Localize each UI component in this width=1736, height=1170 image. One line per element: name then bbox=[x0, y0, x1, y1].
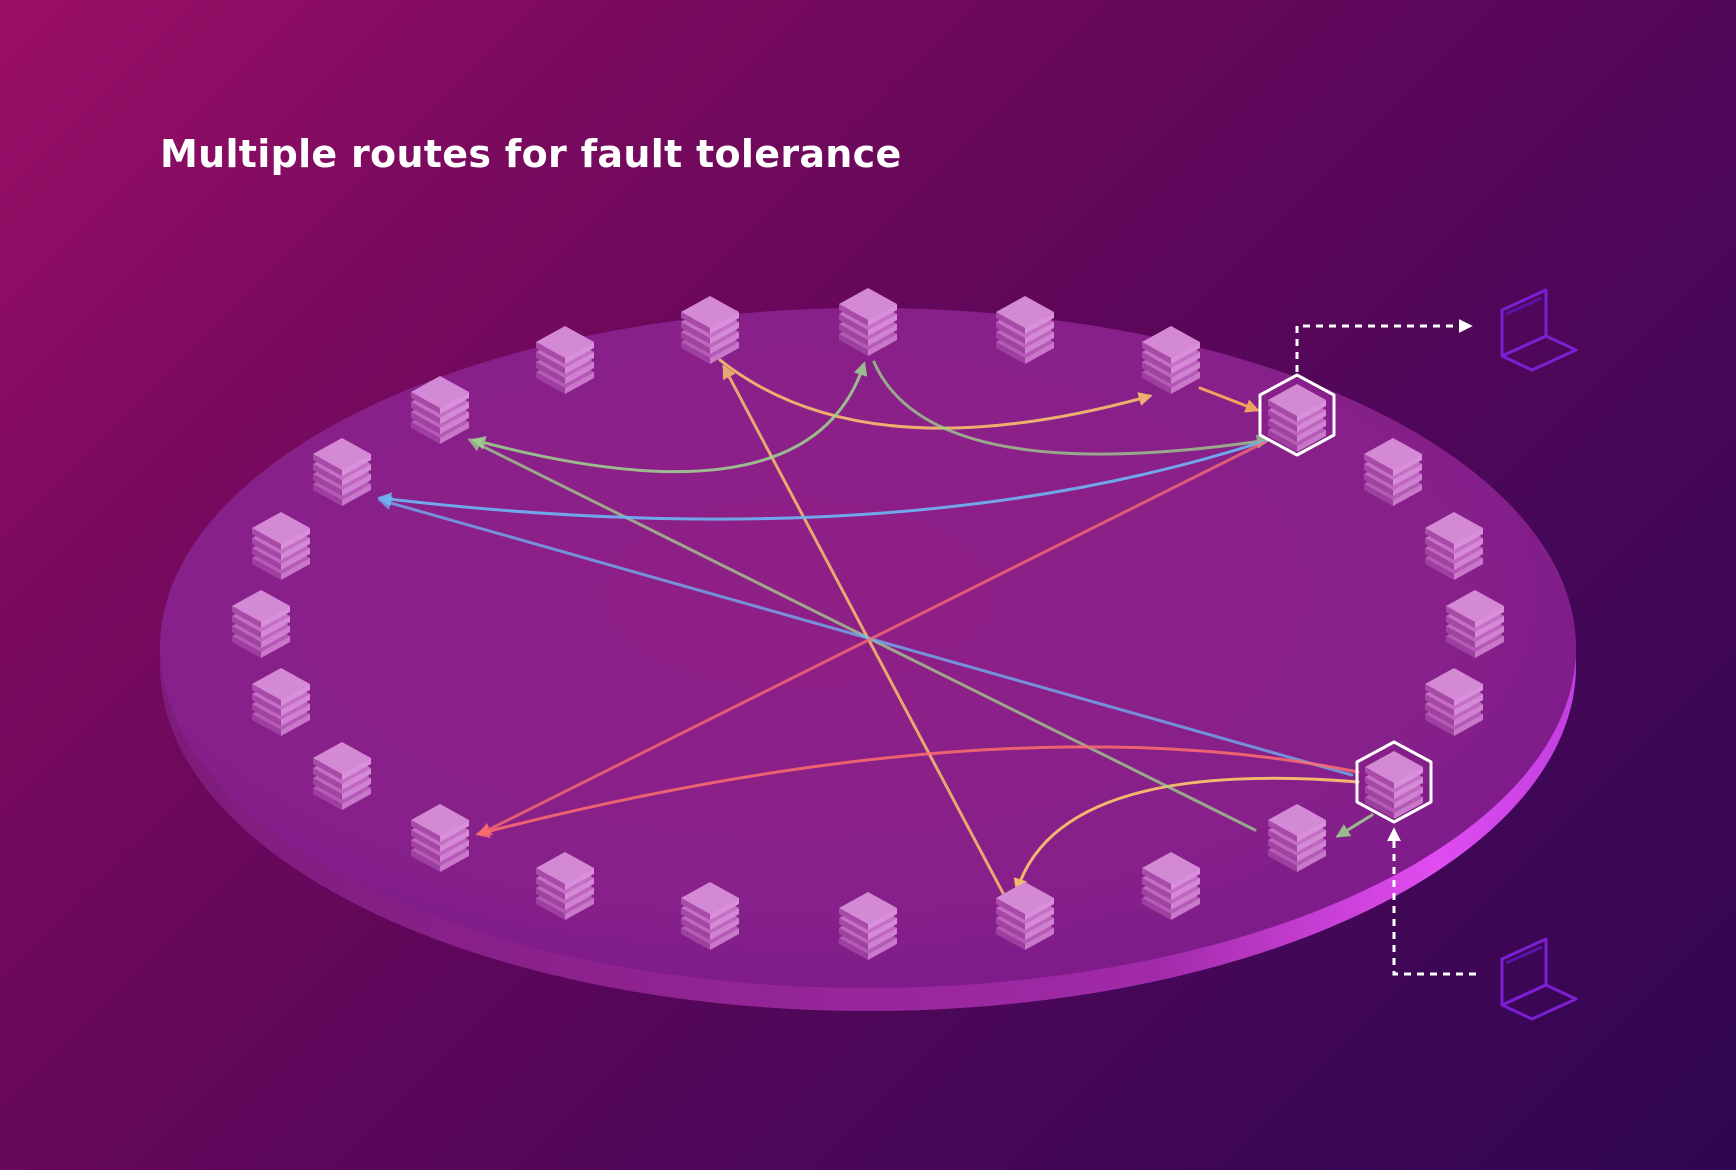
route-green bbox=[872, 360, 1271, 456]
hexagon-highlight-icon bbox=[1258, 373, 1336, 457]
route-yellow bbox=[1198, 386, 1260, 413]
hexagon-highlight-icon bbox=[1355, 740, 1433, 824]
client-links bbox=[1295, 319, 1476, 976]
diagram-title: Multiple routes for fault tolerance bbox=[160, 132, 902, 176]
route-yellow bbox=[1013, 776, 1360, 893]
laptop-icon bbox=[1500, 288, 1578, 372]
routes bbox=[377, 358, 1374, 895]
route-red bbox=[477, 440, 1267, 836]
route-yellow bbox=[722, 364, 1005, 895]
laptop-icon bbox=[1500, 937, 1578, 1021]
route-blue bbox=[377, 496, 1354, 777]
client-link-bottom bbox=[1387, 827, 1476, 976]
highlighted-node-bottom bbox=[1355, 740, 1433, 824]
highlighted-node-top bbox=[1258, 373, 1336, 457]
route-red bbox=[475, 745, 1360, 838]
client-laptop-bottom bbox=[1500, 937, 1578, 1021]
client-link-top bbox=[1295, 319, 1473, 372]
route-green bbox=[1335, 813, 1374, 838]
route-blue bbox=[377, 438, 1270, 521]
route-green bbox=[471, 361, 868, 474]
client-laptop-top bbox=[1500, 288, 1578, 372]
